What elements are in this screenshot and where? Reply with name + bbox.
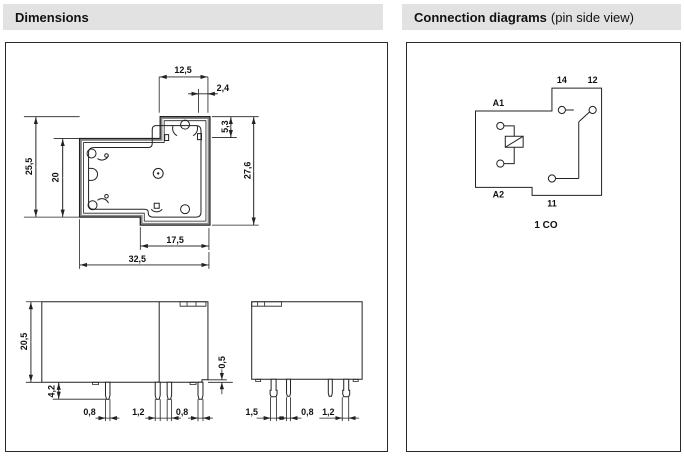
moving-contact-arm [579, 112, 590, 122]
dim-label-standoff: 0,5 [217, 356, 227, 368]
front-pin-4 [198, 382, 203, 399]
dimensions-header: Dimensions [3, 4, 383, 30]
dim-label-right-height: 27,6 [243, 162, 253, 179]
dimensions-header-title: Dimensions [15, 9, 89, 25]
side-body [252, 302, 362, 380]
case-cavity [89, 126, 201, 218]
dim-label-front-pin-width-right: 0,8 [176, 407, 188, 417]
side-view-dimensions: 1,5 0,8 1,2 [245, 397, 359, 421]
coil-pin-hole-top [87, 149, 96, 158]
relay-side-view-drawing [252, 302, 362, 397]
relay-bottom-view-drawing [80, 117, 210, 225]
center-pin-hole [153, 168, 163, 178]
contact-pin-hole-bottom [181, 205, 190, 214]
connection-header-title: Connection diagrams [414, 9, 547, 25]
coil-pin-hole-bottom [88, 201, 97, 210]
terminal-label-12: 12 [588, 75, 598, 85]
dim-label-side-pin-width-left: 1,5 [245, 407, 257, 417]
front-pin-2 [155, 382, 160, 399]
terminal-label-a2: A2 [493, 189, 504, 199]
dim-label-top-offset: 2,4 [217, 83, 229, 93]
connection-header: Connection diagrams (pin side view) [402, 4, 681, 30]
dim-label-front-pin-width-left: 0,8 [83, 407, 95, 417]
case-outline [80, 117, 210, 225]
bottom-view-dimensions: 12,5 2,4 5,3 27,6 [24, 65, 259, 269]
front-pin-1 [105, 382, 109, 399]
terminal-14-pin [558, 106, 565, 113]
terminal-11-pin [548, 175, 555, 182]
side-pin-2 [287, 379, 291, 396]
dim-label-bottom-width: 32,5 [129, 254, 146, 264]
side-pin-4 [343, 379, 350, 396]
terminal-12-pin [589, 106, 596, 113]
dim-label-side-pin-width-middle: 0,8 [301, 407, 313, 417]
side-pin-3 [328, 379, 332, 396]
connection-panel: 14 12 A1 A2 11 1 CO [406, 42, 681, 452]
dim-label-top-width: 12,5 [174, 65, 191, 75]
contact-pin-hole-top [181, 120, 190, 129]
terminal-label-11: 11 [547, 198, 556, 208]
terminal-a2-pin [497, 160, 504, 167]
dim-label-front-pin-width-middle: 1,2 [132, 407, 144, 417]
terminal-a1-pin [497, 122, 504, 129]
schematic-outline [475, 88, 601, 195]
dimensions-drawing: 12,5 2,4 5,3 27,6 [19, 65, 387, 451]
connection-header-subtitle: (pin side view) [550, 9, 635, 25]
front-view-dimensions: 20,5 4,2 0,5 0,8 [19, 302, 233, 421]
dim-label-left-inner-height: 20 [51, 172, 61, 182]
dim-label-left-height: 25,5 [24, 158, 34, 175]
side-pin-1 [270, 379, 277, 396]
dim-label-pin-length: 4,2 [47, 385, 57, 397]
front-pin-3 [167, 382, 171, 399]
dim-label-bottom-inner-width: 17,5 [166, 235, 183, 245]
coil-symbol [497, 122, 523, 167]
contact-config-label: 1 CO [534, 220, 557, 231]
terminal-label-a1: A1 [493, 98, 504, 108]
relay-front-view-drawing [42, 302, 208, 399]
connection-diagram: 14 12 A1 A2 11 1 CO [407, 75, 680, 231]
relay-schematic: 14 12 A1 A2 11 1 CO [475, 75, 601, 231]
front-body [42, 302, 208, 383]
dim-label-side-pin-width-right: 1,2 [322, 407, 334, 417]
dim-label-front-height: 20,5 [19, 333, 29, 350]
terminal-label-14: 14 [557, 75, 567, 85]
dimensions-panel: 12,5 2,4 5,3 27,6 [5, 42, 388, 452]
dim-label-right-pin-offset: 5,3 [220, 120, 230, 132]
contact-switch [548, 106, 596, 182]
